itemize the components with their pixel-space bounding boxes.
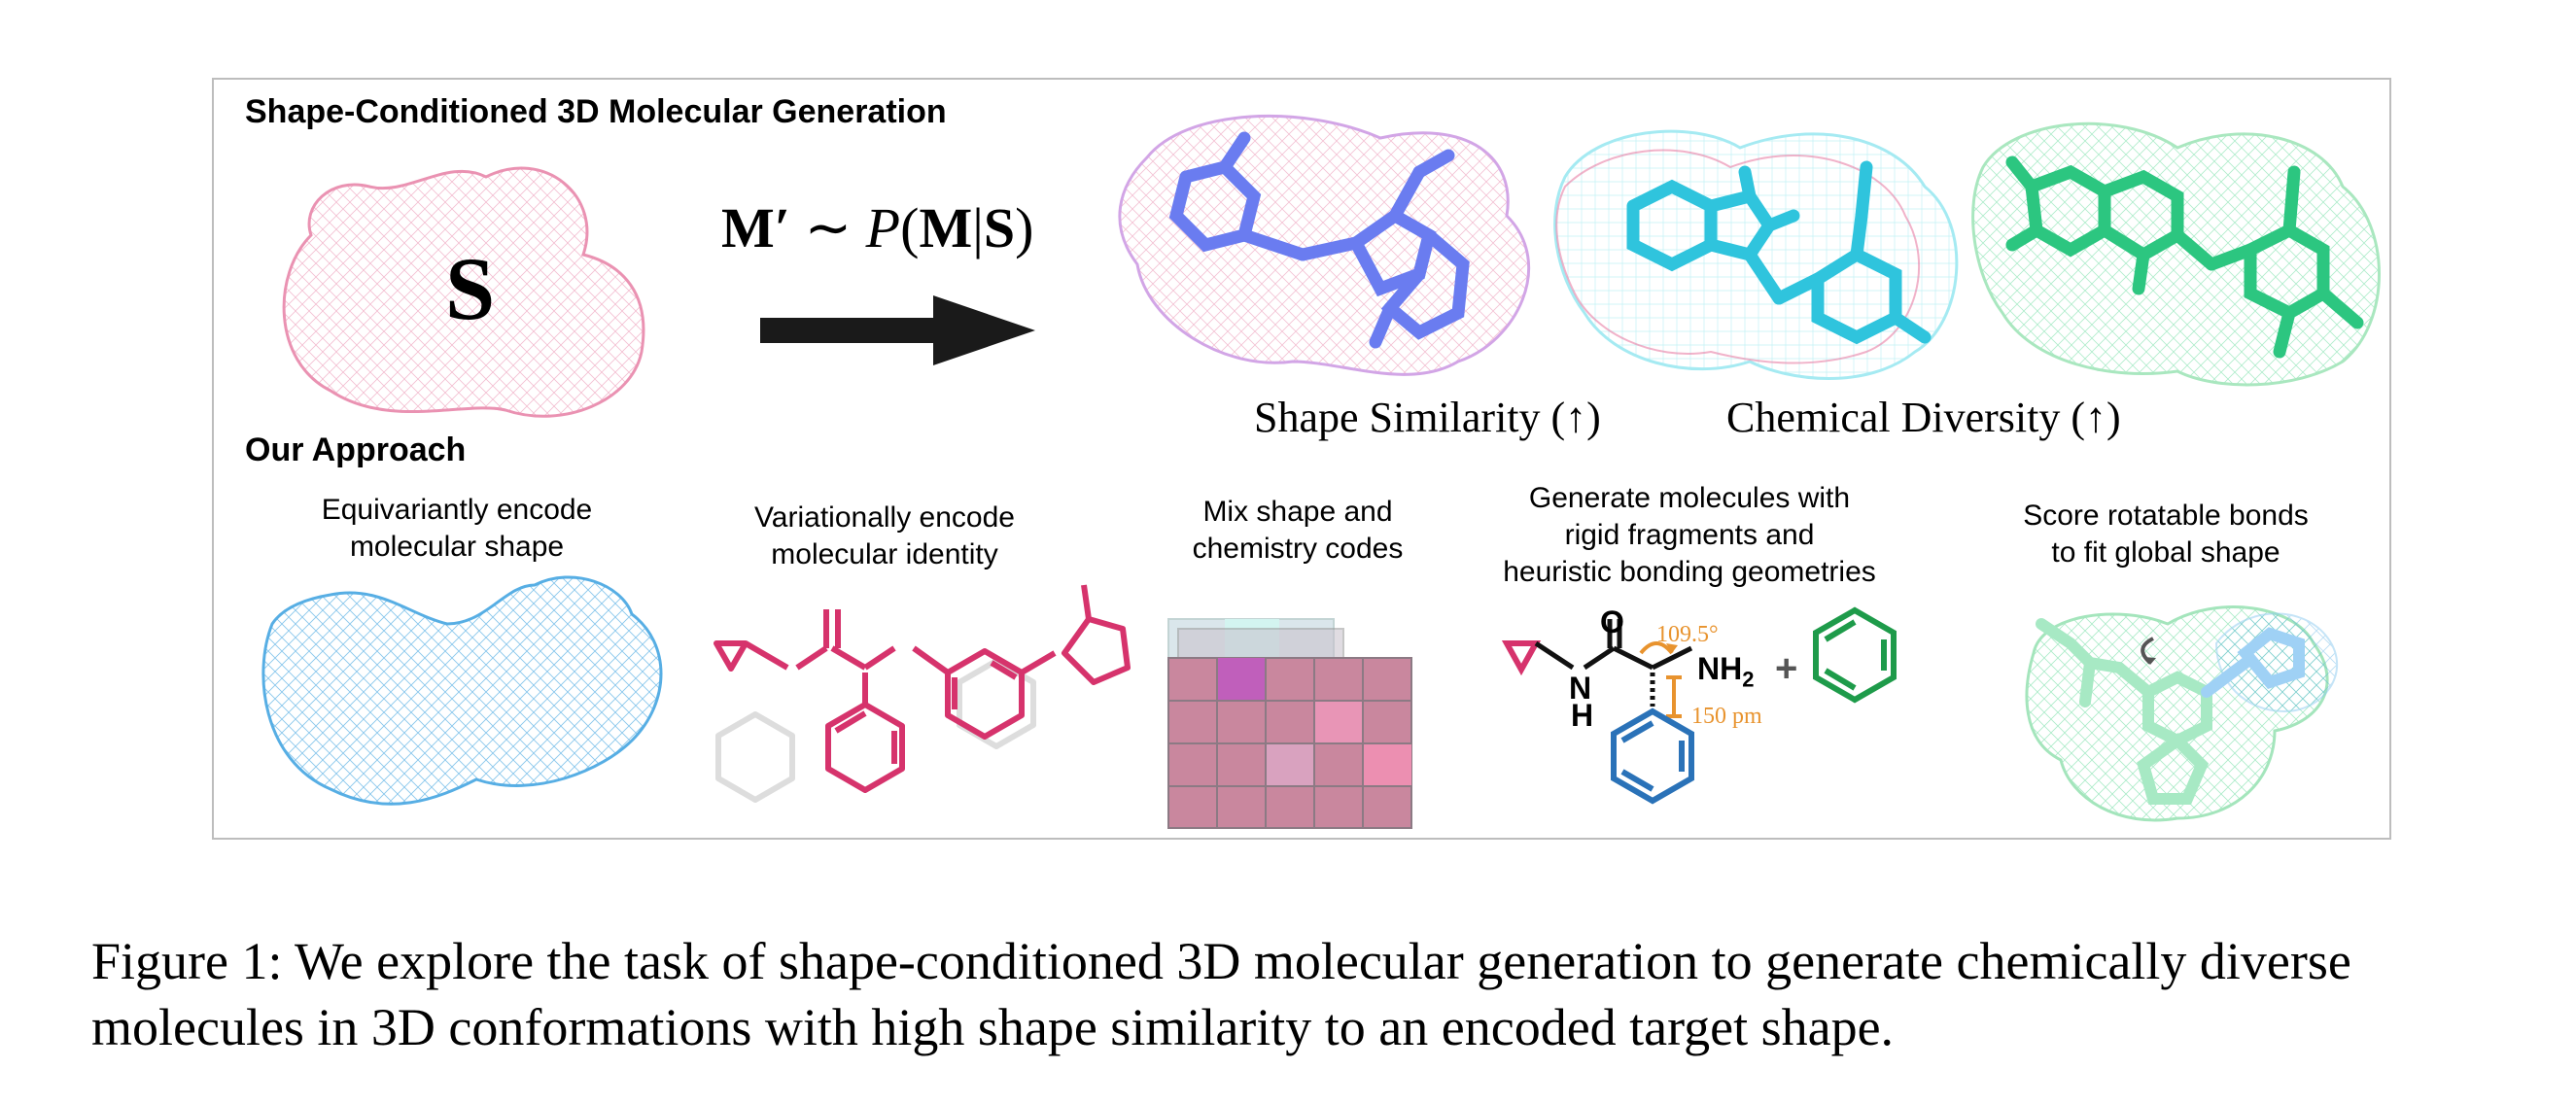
formula-s: S: [983, 196, 1016, 259]
section-title-generation: Shape-Conditioned 3D Molecular Generatio…: [245, 93, 947, 130]
mixed-codes-grid: [1167, 618, 1412, 829]
formula-open: (: [900, 196, 920, 259]
generation-arrow: [760, 295, 1035, 365]
step-4-line-2: rigid fragments and: [1564, 519, 1815, 551]
formula-m-prime: M′: [721, 196, 791, 259]
fragment-plus: +: [1775, 647, 1798, 690]
bond-length-annotation: 150 pm: [1691, 704, 1762, 729]
target-shape-symbol: S: [445, 239, 496, 338]
figure-panel: Shape-Conditioned 3D Molecular Generatio…: [212, 78, 2391, 840]
nitrogen-hydrogen-label: H: [1571, 698, 1594, 733]
step-3-label: Mix shape and chemistry codes: [1152, 494, 1444, 568]
formula-p: P: [865, 196, 901, 259]
bond-angle-annotation: 109.5°: [1656, 622, 1719, 647]
step-2-line-1: Variationally encode: [754, 501, 1015, 534]
formula-bar: |: [972, 196, 984, 259]
target-shape-blob: [282, 166, 645, 418]
step-1-line-2: molecular shape: [349, 531, 565, 563]
oxygen-atom-label: O: [1600, 604, 1624, 639]
step-1-line-1: Equivariantly encode: [321, 494, 593, 526]
step-2-line-2: molecular identity: [771, 538, 998, 570]
section-title-approach: Our Approach: [245, 431, 467, 468]
generated-molecule-blue: [1118, 114, 1531, 376]
formula-close: ): [1015, 196, 1034, 259]
step-4-line-1: Generate molecules with: [1528, 482, 1851, 514]
chemical-diversity-label: Chemical Diversity (↑): [1726, 394, 2121, 441]
rigid-fragments: [1501, 606, 1897, 805]
scored-molecule: [2025, 605, 2339, 822]
step-4-line-3: heuristic bonding geometries: [1503, 556, 1876, 588]
formula-sim: ∼: [804, 196, 853, 259]
amine-subscript: 2: [1742, 667, 1755, 692]
molecular-identity-structure: [714, 584, 1131, 803]
step-5-line-1: Score rotatable bonds: [2023, 500, 2309, 532]
nitrogen-atom-label: N: [1569, 671, 1592, 706]
step-3-line-2: chemistry codes: [1192, 533, 1404, 565]
generation-formula: M′ ∼ P(M|S): [721, 194, 1033, 260]
formula-m: M: [919, 196, 973, 259]
amine-nh: NH: [1697, 651, 1743, 686]
encoded-shape-blob: [261, 575, 663, 806]
amine-label: NH2: [1697, 651, 1754, 692]
generated-molecule-green: [1971, 121, 2381, 387]
step-5-line-2: to fit global shape: [2051, 536, 2280, 569]
figure-caption: Figure 1: We explore the task of shape-c…: [91, 932, 2351, 1056]
step-5-label: Score rotatable bonds to fit global shap…: [1991, 498, 2341, 571]
step-4-label: Generate molecules with rigid fragments …: [1485, 480, 1894, 591]
generated-molecule-cyan: [1553, 129, 1959, 380]
step-2-label: Variationally encode molecular identity: [729, 500, 1040, 573]
shape-similarity-label: Shape Similarity (↑): [1254, 394, 1601, 441]
step-1-label: Equivariantly encode molecular shape: [301, 492, 612, 566]
figure-artwork: [261, 114, 2381, 829]
step-3-line-1: Mix shape and: [1202, 496, 1393, 528]
